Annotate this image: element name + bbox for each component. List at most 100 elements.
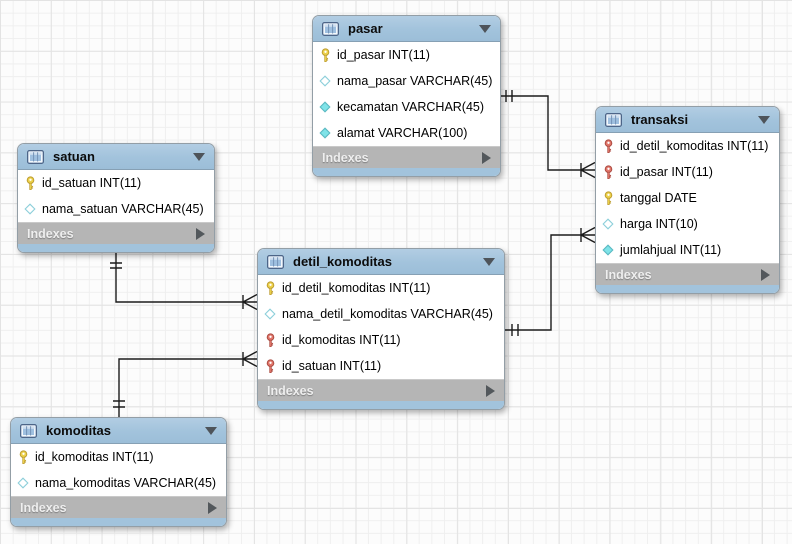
entity-title: satuan: [53, 149, 95, 164]
primary-key-icon: [16, 449, 30, 465]
table-icon: [20, 423, 37, 438]
cardinality-one-marker: [110, 262, 122, 269]
entity-title: pasar: [348, 21, 383, 36]
entity-header[interactable]: satuan: [18, 144, 214, 170]
cardinality-one-marker: [511, 324, 519, 336]
table-icon: [27, 149, 44, 164]
entity-transaksi[interactable]: transaksi id_detil_komoditas INT(11) id_…: [595, 106, 780, 294]
attribute-nullable-icon: [601, 218, 615, 230]
indexes-section[interactable]: Indexes: [11, 496, 226, 518]
table-icon: [267, 254, 284, 269]
column-tanggal[interactable]: tanggal DATE: [596, 185, 779, 211]
column-label: id_komoditas INT(11): [282, 333, 401, 347]
entity-title: komoditas: [46, 423, 112, 438]
relationship-satuan-detil_komoditas[interactable]: [110, 251, 258, 311]
expand-arrow-icon[interactable]: [482, 151, 491, 164]
table-bottom-strip: [11, 518, 226, 526]
column-nama_satuan[interactable]: nama_satuan VARCHAR(45): [18, 196, 214, 222]
relationship-detil_komoditas-transaksi[interactable]: [503, 226, 596, 337]
indexes-section[interactable]: Indexes: [258, 379, 504, 401]
entity-pasar[interactable]: pasar id_pasar INT(11) nama_pasar VARCHA…: [312, 15, 501, 177]
collapse-arrow-icon[interactable]: [193, 152, 205, 161]
entity-header[interactable]: komoditas: [11, 418, 226, 444]
entity-header[interactable]: detil_komoditas: [258, 249, 504, 275]
column-list: id_satuan INT(11) nama_satuan VARCHAR(45…: [18, 170, 214, 222]
crow-foot-many-marker: [580, 226, 596, 244]
column-harga[interactable]: harga INT(10): [596, 211, 779, 237]
collapse-arrow-icon[interactable]: [205, 426, 217, 435]
column-nama_detil_komoditas[interactable]: nama_detil_komoditas VARCHAR(45): [258, 301, 504, 327]
table-bottom-strip: [18, 244, 214, 252]
entity-detil_komoditas[interactable]: detil_komoditas id_detil_komoditas INT(1…: [257, 248, 505, 410]
column-id_satuan[interactable]: id_satuan INT(11): [18, 170, 214, 196]
foreign-key-icon: [601, 138, 615, 154]
primary-key-icon: [263, 280, 277, 296]
crow-foot-many-marker: [242, 350, 258, 368]
column-label: id_detil_komoditas INT(11): [620, 139, 769, 153]
table-bottom-strip: [313, 168, 500, 176]
relationship-line[interactable]: [115, 251, 243, 303]
attribute-notnull-icon: [318, 101, 332, 113]
table-bottom-strip: [596, 285, 779, 293]
indexes-label: Indexes: [605, 267, 652, 282]
column-id_detil_komoditas[interactable]: id_detil_komoditas INT(11): [596, 133, 779, 159]
entity-header[interactable]: pasar: [313, 16, 500, 42]
column-label: jumlahjual INT(11): [620, 243, 722, 257]
indexes-section[interactable]: Indexes: [596, 263, 779, 285]
column-alamat[interactable]: alamat VARCHAR(100): [313, 120, 500, 146]
column-label: alamat VARCHAR(100): [337, 126, 468, 140]
expand-arrow-icon[interactable]: [761, 268, 770, 281]
collapse-arrow-icon[interactable]: [758, 115, 770, 124]
column-id_pasar[interactable]: id_pasar INT(11): [313, 42, 500, 68]
expand-arrow-icon[interactable]: [196, 227, 205, 240]
crow-foot-many-marker: [242, 293, 258, 311]
entity-title: transaksi: [631, 112, 689, 127]
primary-key-icon: [318, 47, 332, 63]
column-jumlahjual[interactable]: jumlahjual INT(11): [596, 237, 779, 263]
entity-satuan[interactable]: satuan id_satuan INT(11) nama_satuan VAR…: [17, 143, 215, 253]
column-label: id_komoditas INT(11): [35, 450, 154, 464]
entity-title: detil_komoditas: [293, 254, 392, 269]
column-nama_pasar[interactable]: nama_pasar VARCHAR(45): [313, 68, 500, 94]
column-nama_komoditas[interactable]: nama_komoditas VARCHAR(45): [11, 470, 226, 496]
entity-header[interactable]: transaksi: [596, 107, 779, 133]
table-icon: [322, 21, 339, 36]
indexes-label: Indexes: [322, 150, 369, 165]
column-label: harga INT(10): [620, 217, 698, 231]
indexes-section[interactable]: Indexes: [18, 222, 214, 244]
column-id_detil_komoditas[interactable]: id_detil_komoditas INT(11): [258, 275, 504, 301]
table-bottom-strip: [258, 401, 504, 409]
relationship-line[interactable]: [499, 95, 581, 171]
collapse-arrow-icon[interactable]: [479, 24, 491, 33]
column-id_komoditas[interactable]: id_komoditas INT(11): [11, 444, 226, 470]
entity-komoditas[interactable]: komoditas id_komoditas INT(11) nama_komo…: [10, 417, 227, 527]
indexes-label: Indexes: [267, 383, 314, 398]
collapse-arrow-icon[interactable]: [483, 257, 495, 266]
attribute-nullable-icon: [23, 203, 37, 215]
relationship-pasar-transaksi[interactable]: [499, 90, 596, 179]
relationship-line[interactable]: [118, 358, 243, 417]
column-list: id_pasar INT(11) nama_pasar VARCHAR(45) …: [313, 42, 500, 146]
column-label: id_pasar INT(11): [337, 48, 430, 62]
attribute-notnull-icon: [601, 244, 615, 256]
column-label: id_detil_komoditas INT(11): [282, 281, 431, 295]
indexes-section[interactable]: Indexes: [313, 146, 500, 168]
foreign-key-icon: [263, 332, 277, 348]
column-id_satuan[interactable]: id_satuan INT(11): [258, 353, 504, 379]
relationship-line[interactable]: [503, 234, 581, 331]
cardinality-one-marker: [113, 400, 125, 408]
column-id_pasar[interactable]: id_pasar INT(11): [596, 159, 779, 185]
indexes-label: Indexes: [27, 226, 74, 241]
expand-arrow-icon[interactable]: [486, 384, 495, 397]
column-id_komoditas[interactable]: id_komoditas INT(11): [258, 327, 504, 353]
expand-arrow-icon[interactable]: [208, 501, 217, 514]
column-kecamatan[interactable]: kecamatan VARCHAR(45): [313, 94, 500, 120]
column-label: nama_komoditas VARCHAR(45): [35, 476, 217, 490]
attribute-notnull-icon: [318, 127, 332, 139]
column-label: kecamatan VARCHAR(45): [337, 100, 485, 114]
relationship-komoditas-detil_komoditas[interactable]: [113, 350, 258, 418]
column-label: id_satuan INT(11): [282, 359, 382, 373]
column-list: id_detil_komoditas INT(11) id_pasar INT(…: [596, 133, 779, 263]
